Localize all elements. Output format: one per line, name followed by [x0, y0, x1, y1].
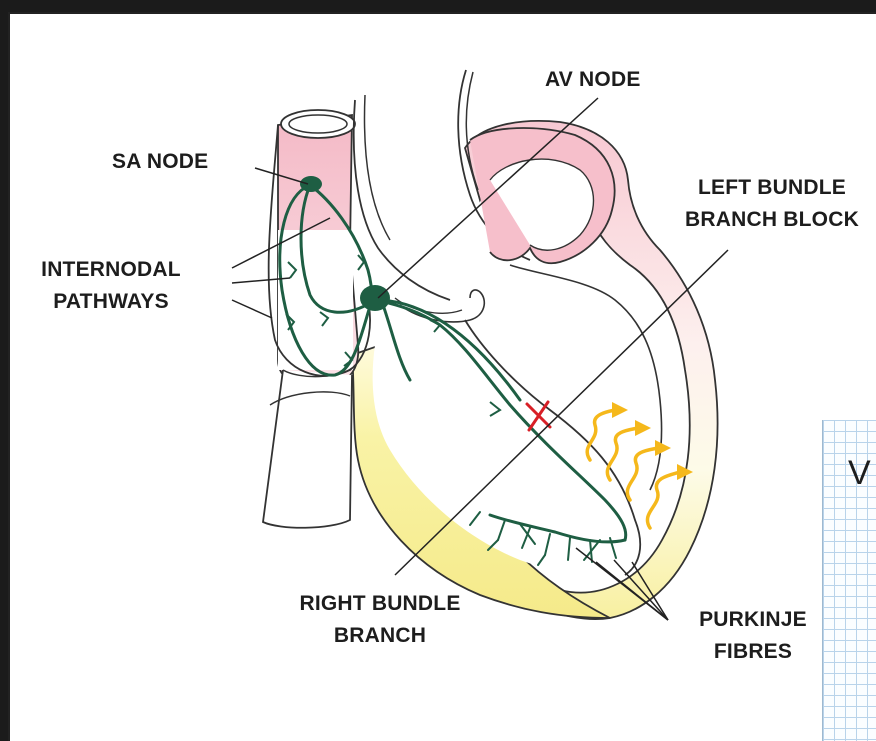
inferior-vena-cava: [263, 370, 352, 528]
right-bundle-label: RIGHT BUNDLE BRANCH: [270, 588, 490, 652]
right-bundle-label-line1: RIGHT BUNDLE: [270, 588, 490, 620]
purkinje-label-line2: FIBRES: [680, 636, 826, 668]
sa-node: [300, 176, 322, 192]
av-node-label: AV NODE: [545, 64, 641, 96]
internodal-label-line2: PATHWAYS: [22, 286, 200, 318]
left-bundle-label-line1: LEFT BUNDLE: [668, 172, 876, 204]
purkinje-label-line1: PURKINJE: [680, 604, 826, 636]
left-bundle-label-line2: BRANCH BLOCK: [668, 204, 876, 236]
left-bundle-label: LEFT BUNDLE BRANCH BLOCK: [668, 172, 876, 236]
purkinje-label: PURKINJE FIBRES: [680, 604, 826, 668]
overlay-letter: V: [848, 454, 871, 493]
internodal-label: INTERNODAL PATHWAYS: [22, 254, 200, 318]
av-node: [360, 285, 390, 311]
internodal-label-line1: INTERNODAL: [22, 254, 200, 286]
sa-node-label: SA NODE: [112, 146, 208, 178]
impulse-arrowheads: [612, 402, 693, 480]
right-bundle-label-line2: BRANCH: [270, 620, 490, 652]
